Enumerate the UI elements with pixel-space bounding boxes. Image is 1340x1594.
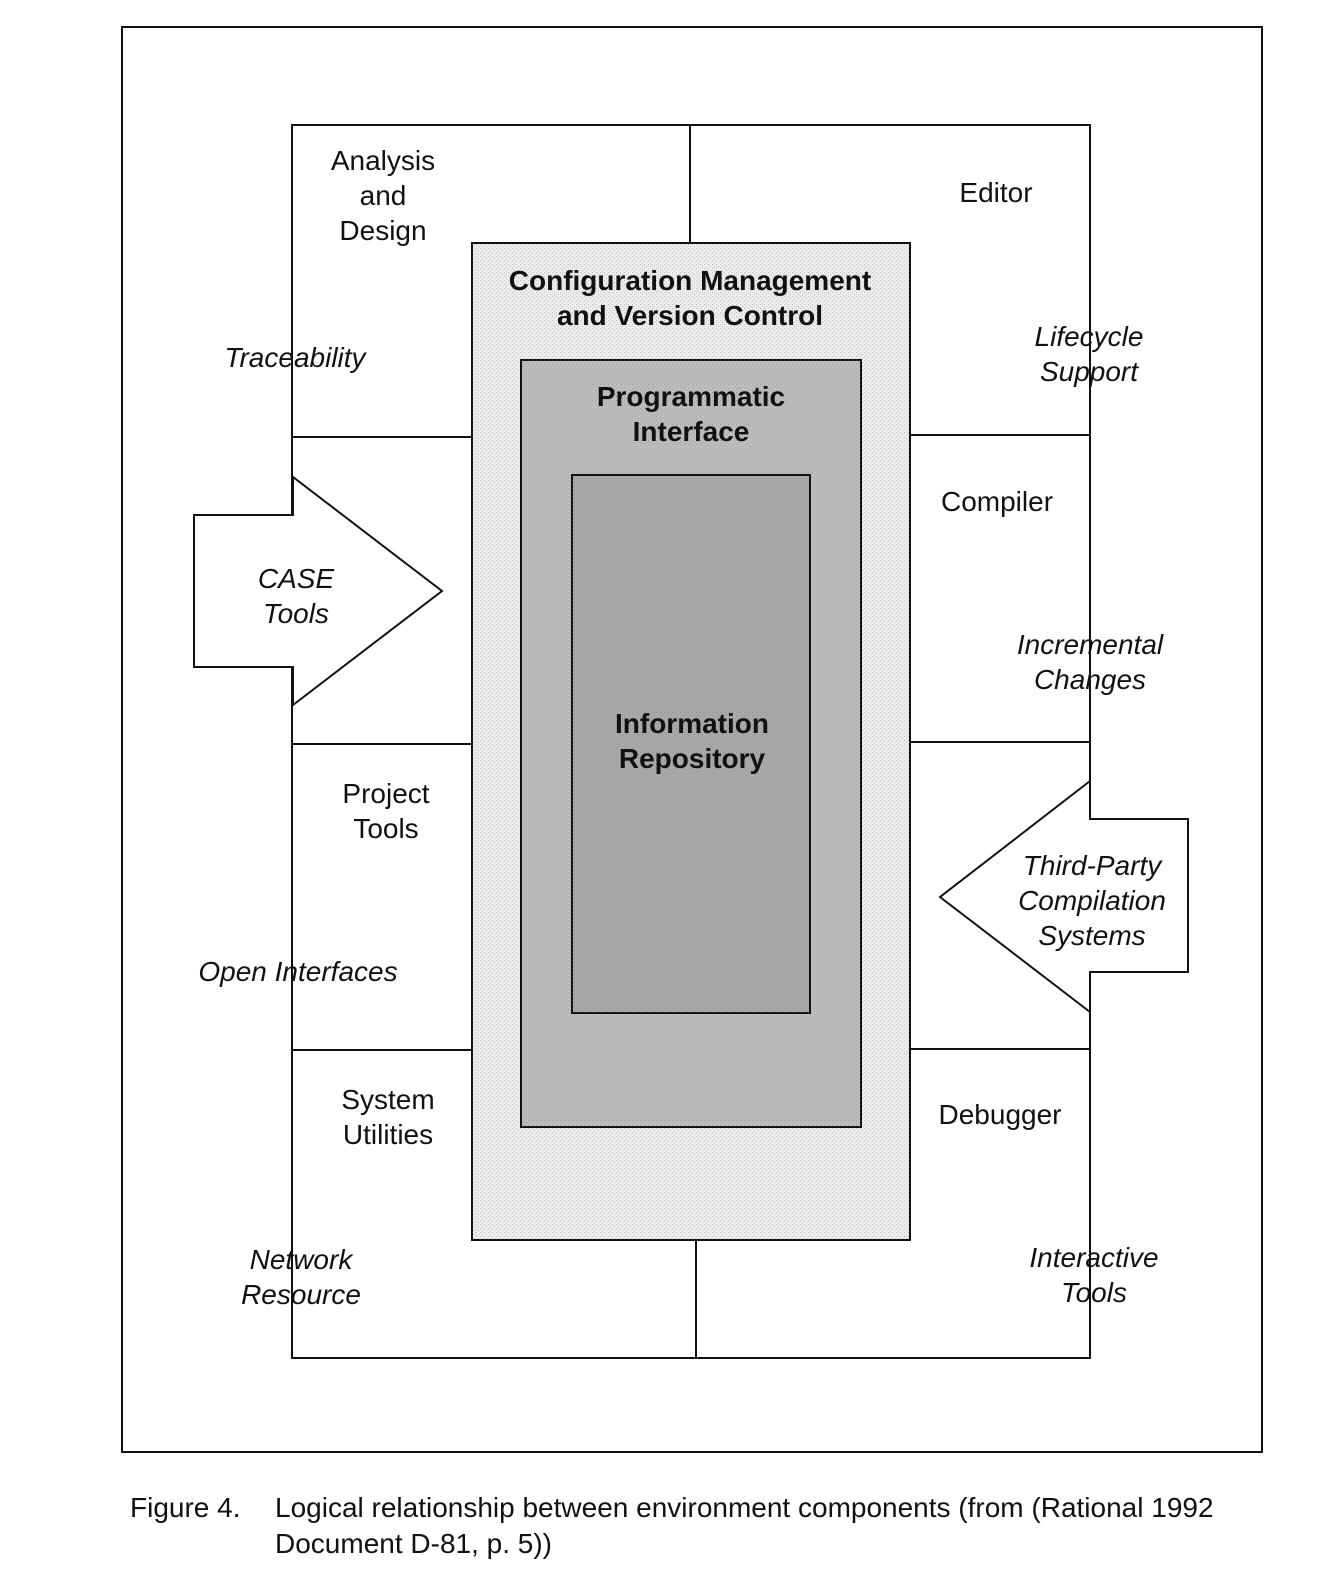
analysis-label-line3: Design	[339, 215, 426, 246]
interactive-tools-label-line2: Tools	[1061, 1277, 1127, 1308]
figure-frame	[121, 26, 1263, 1453]
caption-text: Logical relationship between environment…	[275, 1490, 1270, 1562]
project-tools-label-line2: Tools	[353, 813, 418, 844]
analysis-label-line1: Analysis	[331, 145, 435, 176]
case-tools-arrow	[193, 474, 444, 708]
analysis-label-line2: and	[360, 180, 407, 211]
open-interfaces-label: Open Interfaces	[198, 956, 397, 987]
repository-label-line1: Information	[615, 708, 769, 739]
network-resource-label-line1: Network	[250, 1244, 355, 1275]
config-title-line2: and Version Control	[557, 300, 823, 331]
caption-line-1: Logical relationship between environment…	[275, 1492, 1214, 1523]
editor-label: Editor	[959, 177, 1032, 208]
third-party-label-line3: Systems	[1038, 920, 1145, 951]
incremental-changes-label-line2: Changes	[1034, 664, 1146, 695]
case-tools-label-line2: Tools	[263, 598, 329, 629]
incremental-changes-label-line1: Incremental	[1017, 629, 1164, 660]
system-utilities-label-line1: System	[341, 1084, 434, 1115]
project-tools-label-line1: Project	[342, 778, 429, 809]
figure-number: Figure 4.	[130, 1492, 241, 1523]
network-resource-label-line2: Resource	[241, 1279, 361, 1310]
config-title-line1: Configuration Management	[509, 265, 871, 296]
case-tools-label-line1: CASE	[258, 563, 335, 594]
interface-label-line2: Interface	[633, 416, 750, 447]
caption-line-2: Document D-81, p. 5))	[275, 1528, 552, 1559]
debugger-label: Debugger	[939, 1099, 1062, 1130]
compiler-label: Compiler	[941, 486, 1053, 517]
repository-label-line2: Repository	[619, 743, 766, 774]
lifecycle-label-line1: Lifecycle	[1035, 321, 1144, 352]
interface-label-line1: Programmatic	[597, 381, 785, 412]
lifecycle-label-line2: Support	[1040, 356, 1139, 387]
third-party-label-line1: Third-Party	[1023, 850, 1163, 881]
third-party-arrow	[938, 778, 1189, 1015]
interactive-tools-label-line1: Interactive	[1029, 1242, 1158, 1273]
system-utilities-label-line2: Utilities	[343, 1119, 433, 1150]
traceability-label: Traceability	[224, 342, 367, 373]
third-party-label-line2: Compilation	[1018, 885, 1166, 916]
